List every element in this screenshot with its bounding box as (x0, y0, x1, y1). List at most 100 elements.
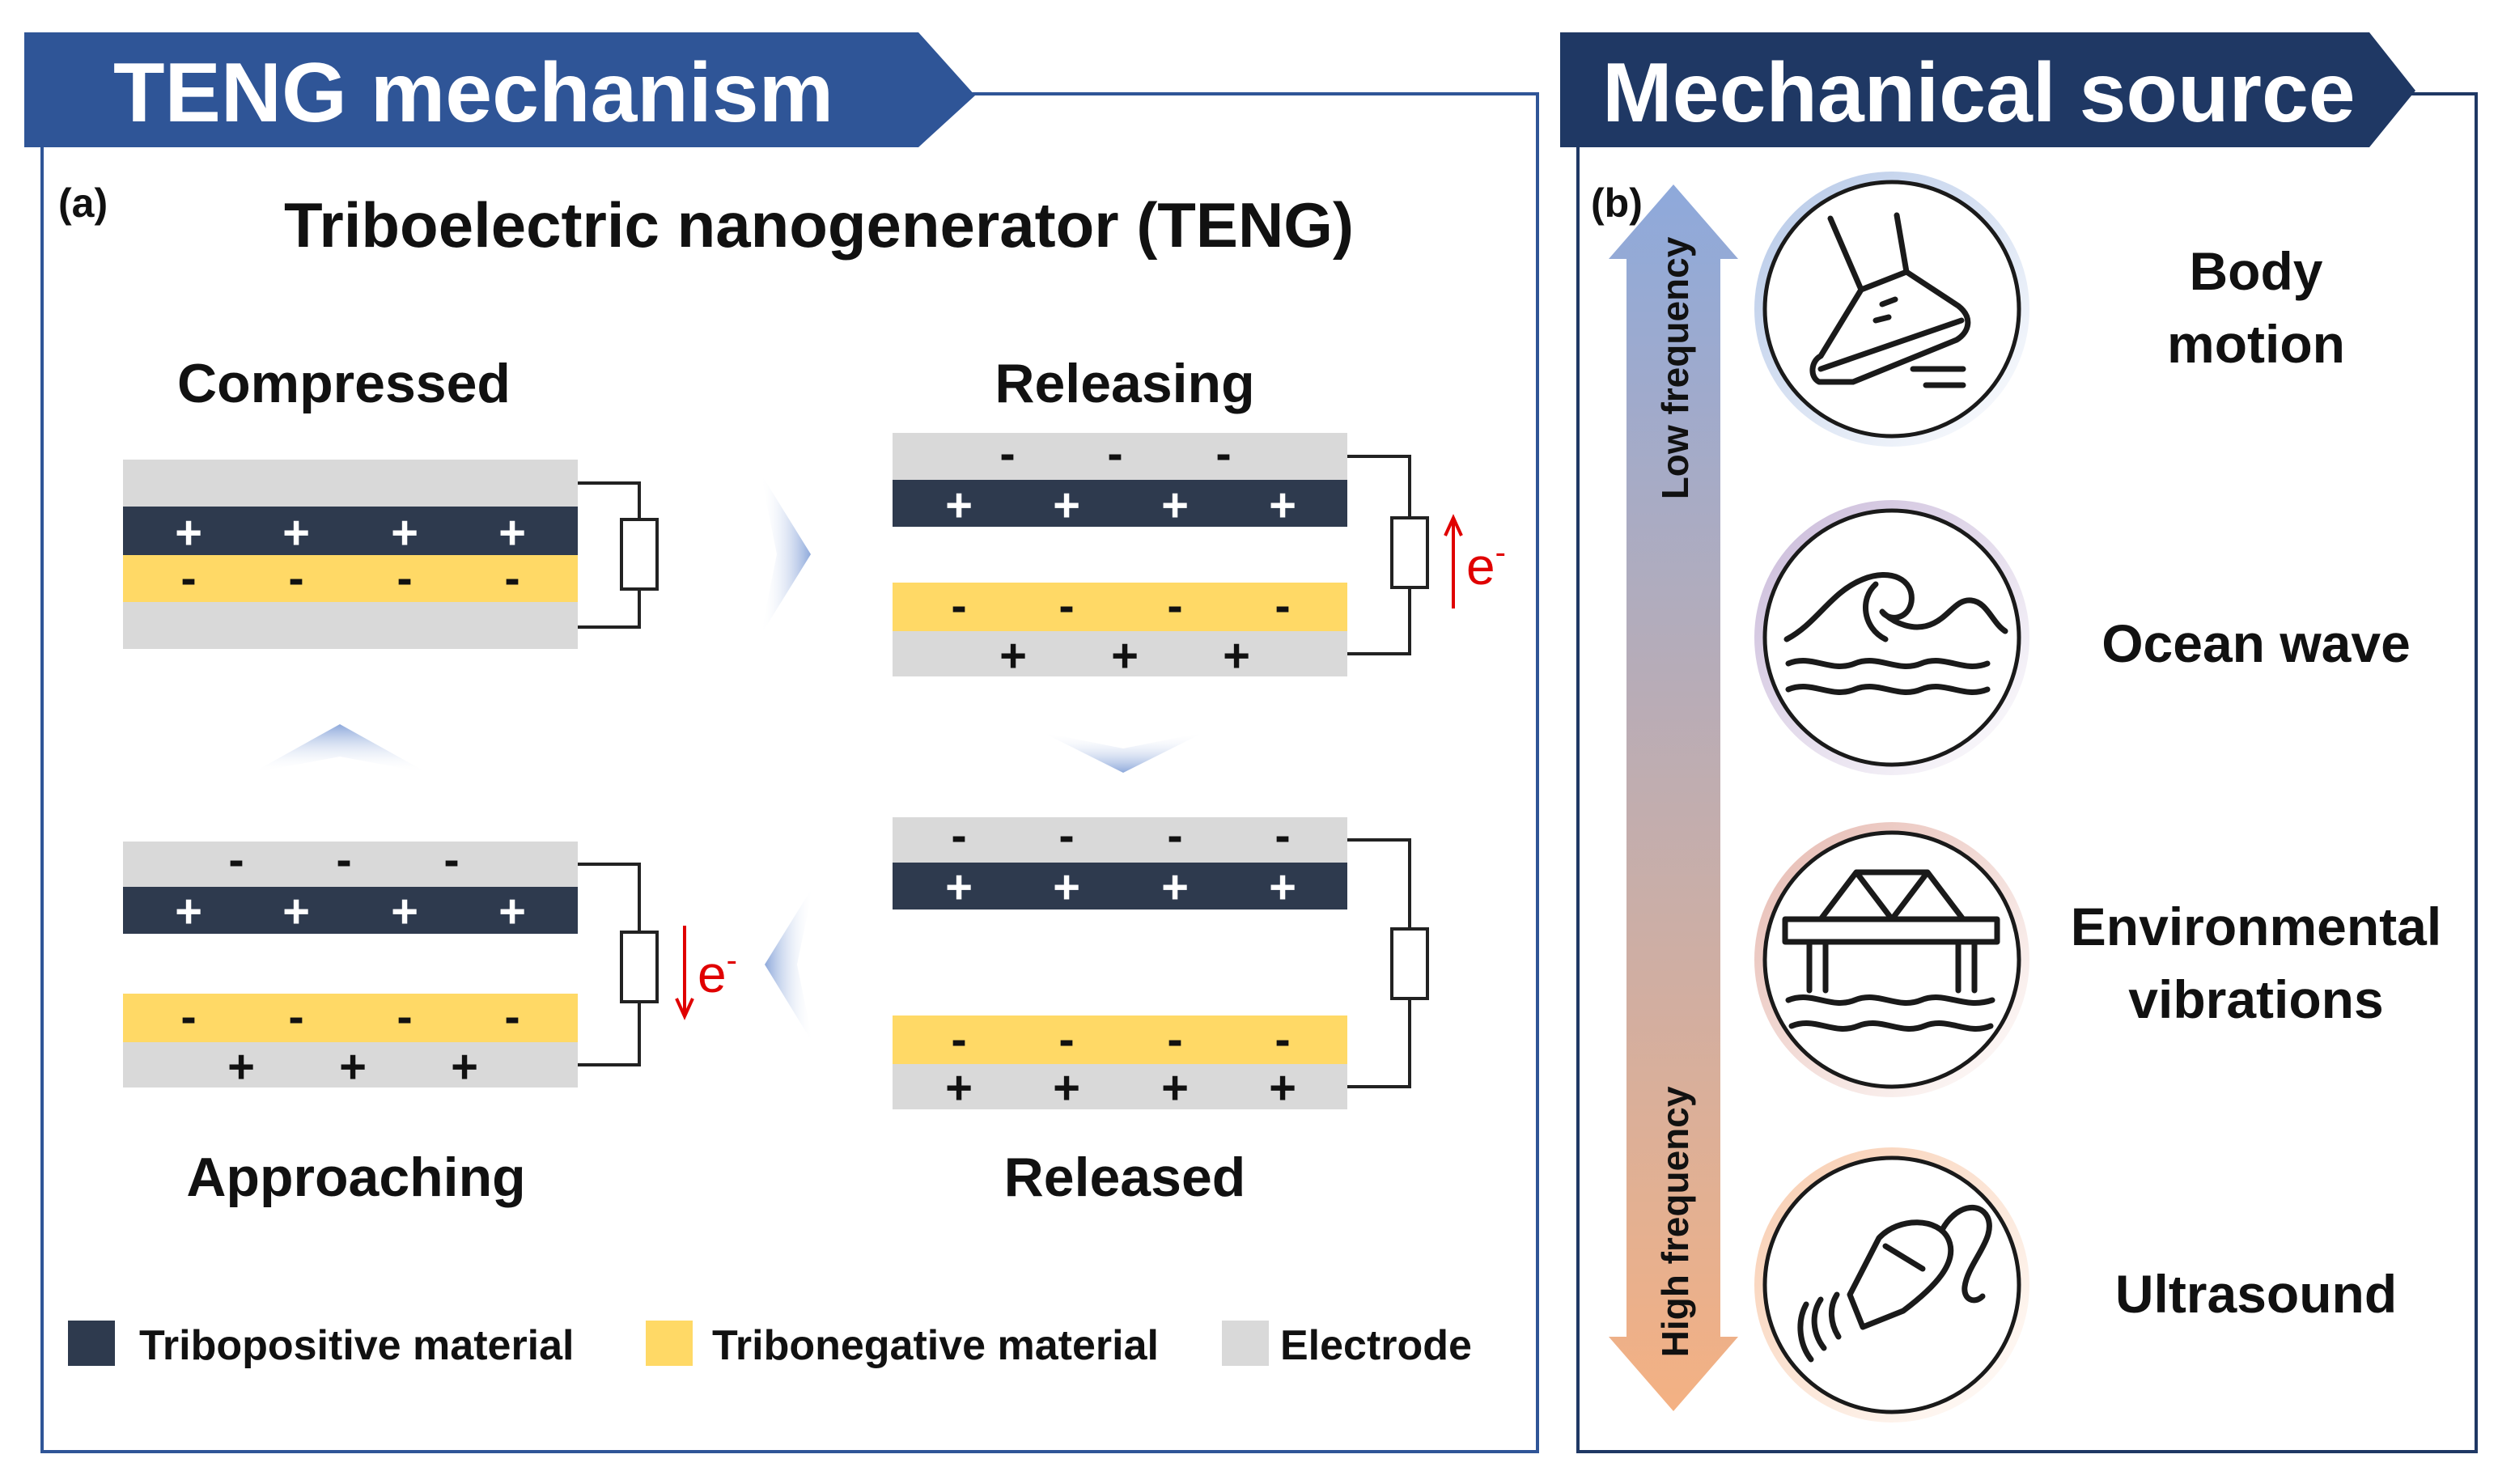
negative-charge: - (1274, 809, 1290, 862)
positive-charge: + (1053, 861, 1080, 914)
positive-charge: + (999, 630, 1027, 682)
source-label: Ultrasound (2115, 1264, 2397, 1324)
chevron-right-icon (761, 473, 811, 635)
negative-charge: - (951, 1013, 966, 1066)
source-label: Environmental (2071, 897, 2441, 956)
electrode-layer (893, 1064, 1347, 1109)
source-label: Body (2190, 241, 2323, 301)
state-label-released: Released (1004, 1147, 1246, 1208)
negative-charge: - (288, 552, 303, 604)
left-panel-banner (24, 32, 975, 147)
chevron-left-icon (765, 886, 813, 1044)
source-label: motion (2167, 314, 2345, 374)
negative-charge: - (1058, 579, 1074, 632)
negative-charge: - (1167, 809, 1182, 862)
load-resistor (620, 931, 659, 1003)
wave-icon (1783, 572, 2008, 695)
positive-charge: + (282, 885, 310, 938)
negative-charge: - (951, 809, 966, 862)
negative-charge: - (180, 990, 196, 1043)
positive-charge: + (1269, 861, 1296, 914)
load-resistor (1390, 927, 1429, 1000)
left-panel-frame (40, 92, 1539, 1453)
compressed-stack: Compressed + + + + - - - - (123, 353, 659, 649)
chevron-up-icon (252, 724, 427, 773)
right-panel-banner (1560, 32, 2415, 147)
source-ocean-wave: Ocean wave (1754, 500, 2411, 775)
bridge-icon (1782, 869, 2000, 1032)
positive-charge: + (498, 885, 526, 938)
positive-charge: + (1161, 1062, 1189, 1114)
negative-charge: - (336, 833, 351, 886)
positive-charge: + (175, 885, 202, 938)
legend-swatch-electrode (1222, 1321, 1269, 1366)
negative-charge: - (228, 833, 244, 886)
approaching-stack: - - - + + + + - - - - + + + e- Approachi… (123, 833, 737, 1208)
high-frequency-label: High frequency (1654, 1086, 1696, 1357)
positive-charge: + (945, 861, 973, 914)
negative-charge: - (1107, 427, 1122, 480)
negative-charge: - (1167, 1013, 1182, 1066)
negative-charge: - (504, 552, 520, 604)
negative-charge: - (1058, 809, 1074, 862)
left-banner-title: TENG mechanism (113, 46, 833, 140)
panel-label-a: (a) (58, 180, 108, 226)
tribonegative-layer (893, 1015, 1347, 1064)
positive-charge: + (498, 507, 526, 559)
ultrasound-probe-icon (1797, 1204, 1992, 1363)
negative-charge: - (951, 579, 966, 632)
source-label: Ocean wave (2101, 613, 2411, 673)
electrode-layer (123, 842, 578, 887)
tribonegative-layer (123, 555, 578, 602)
electrode-layer (123, 602, 578, 649)
electrode-layer (123, 460, 578, 507)
shoe-icon (1809, 212, 1971, 388)
negative-charge: - (504, 990, 520, 1043)
circuit-wire (1347, 455, 1411, 655)
circuit-wire (1347, 838, 1411, 1088)
legend-label-tribopositive: Tribopositive material (139, 1322, 575, 1369)
positive-charge: + (227, 1041, 255, 1093)
load-resistor (620, 518, 659, 591)
electron-label: e- (1466, 535, 1506, 596)
tribonegative-layer (123, 994, 578, 1042)
icon-ring-inner (1762, 508, 2021, 767)
legend-label-electrode: Electrode (1280, 1322, 1472, 1369)
low-frequency-label: Low frequency (1654, 236, 1696, 499)
positive-charge: + (1269, 1062, 1296, 1114)
negative-charge: - (1058, 1013, 1074, 1066)
teng-title: Triboelectric nanogenerator (TENG) (284, 189, 1354, 261)
positive-charge: + (1161, 861, 1189, 914)
frequency-gradient-arrow (1609, 184, 1738, 1411)
tribopositive-layer (893, 863, 1347, 909)
positive-charge: + (175, 507, 202, 559)
circuit-wire (578, 481, 641, 629)
electron-flow-arrow-up (1444, 514, 1463, 608)
state-label-releasing: Releasing (995, 353, 1254, 414)
chevron-down-icon (1042, 732, 1204, 773)
circuit-wire (578, 863, 641, 1066)
electrode-layer (893, 631, 1347, 676)
legend: Tribopositive material Tribonegative mat… (68, 1321, 1472, 1369)
released-stack: - - - - + + + + - - - - + + + + Released (893, 809, 1429, 1208)
negative-charge: - (288, 990, 303, 1043)
negative-charge: - (1274, 579, 1290, 632)
positive-charge: + (451, 1041, 478, 1093)
positive-charge: + (1223, 630, 1250, 682)
positive-charge: + (391, 885, 418, 938)
positive-charge: + (945, 479, 973, 532)
positive-charge: + (1053, 479, 1080, 532)
state-label-compressed: Compressed (177, 353, 511, 414)
negative-charge: - (180, 552, 196, 604)
electrode-layer (123, 1042, 578, 1088)
electron-label: e- (698, 943, 737, 1003)
positive-charge: + (391, 507, 418, 559)
electron-flow-arrow-down (675, 926, 694, 1020)
positive-charge: + (1269, 479, 1296, 532)
panel-label-b: (b) (1591, 180, 1643, 226)
negative-charge: - (1215, 427, 1231, 480)
negative-charge: - (443, 833, 459, 886)
positive-charge: + (1111, 630, 1139, 682)
negative-charge: - (397, 552, 412, 604)
negative-charge: - (1167, 579, 1182, 632)
